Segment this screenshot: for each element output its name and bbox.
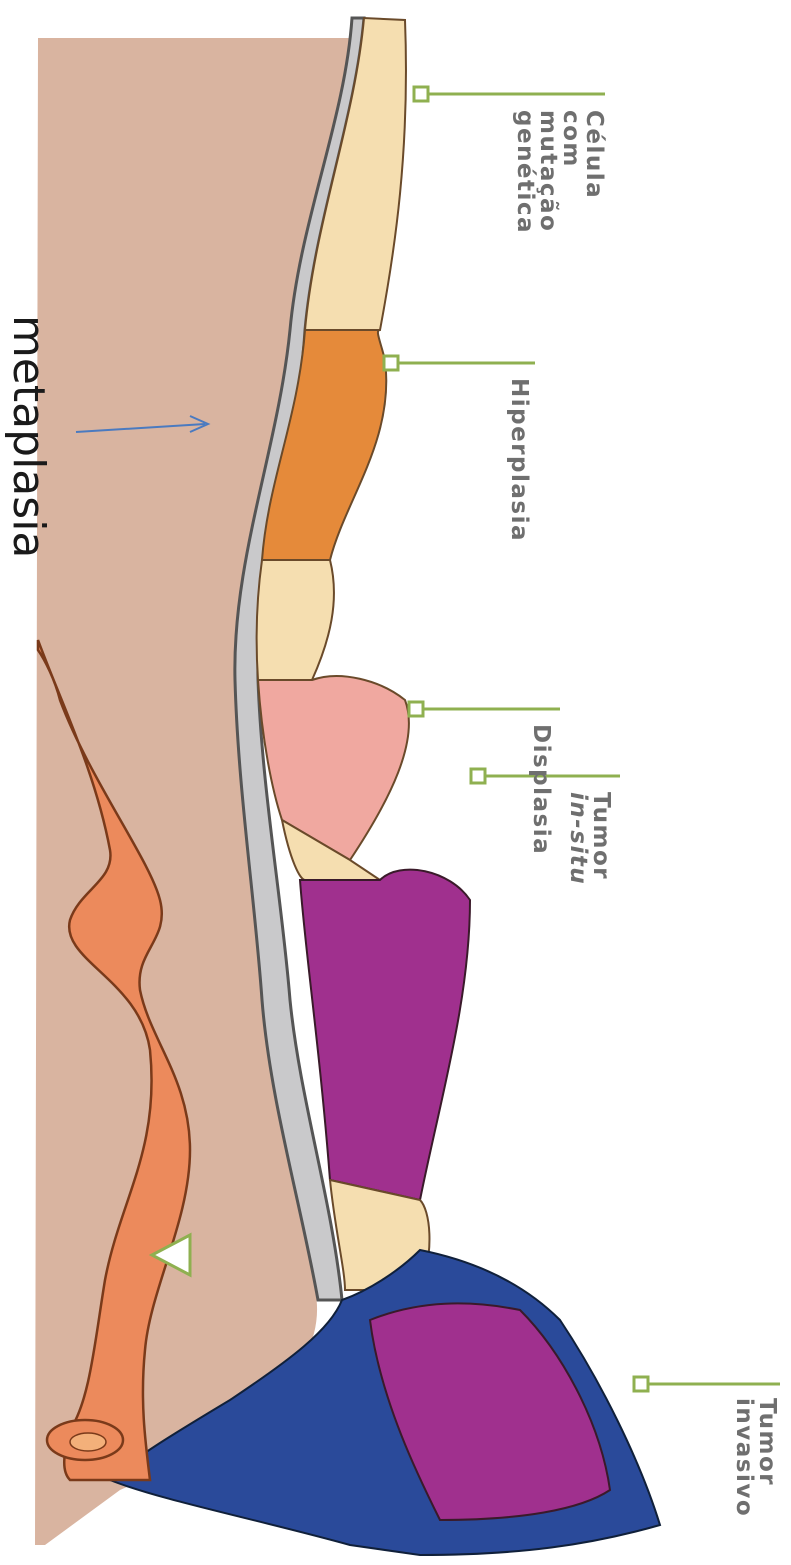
label-tumor-in-situ-line2: in-situ <box>566 792 589 885</box>
label-dysplasia-text: Displasia <box>529 724 552 855</box>
epithelium-normal-mid <box>257 560 334 680</box>
callout-mutated-cell <box>414 87 605 101</box>
label-mutated-cell: Célula com mutação genética <box>513 110 605 234</box>
label-mutated-cell-line2: com <box>559 110 582 234</box>
label-tumor-invasive-line2: invasivo <box>732 1398 755 1517</box>
label-metaplasia-text: metaplasia <box>6 315 50 558</box>
label-hyperplasia-text: Hiperplasia <box>507 378 530 542</box>
label-tumor-invasive: Tumor invasivo <box>732 1398 778 1517</box>
tumor-in-situ <box>300 870 470 1200</box>
label-dysplasia: Displasia <box>529 724 552 855</box>
label-tumor-in-situ-line1: Tumor <box>589 792 612 885</box>
callout-dysplasia <box>409 702 560 716</box>
label-mutated-cell-line1: Célula <box>582 110 605 234</box>
label-tumor-invasive-line1: Tumor <box>755 1398 778 1517</box>
callout-hyperplasia <box>384 356 535 370</box>
blood-vessel-lumen <box>70 1433 106 1451</box>
label-tumor-in-situ: Tumor in-situ <box>566 792 612 885</box>
label-metaplasia: metaplasia <box>6 315 50 558</box>
label-mutated-cell-line3: mutação <box>536 110 559 234</box>
callout-tumor-invasive <box>634 1377 780 1391</box>
epithelium-dysplasia <box>258 676 409 860</box>
label-tumor-in-situ-italic: in-situ <box>565 792 591 885</box>
label-hyperplasia: Hiperplasia <box>507 378 530 542</box>
label-mutated-cell-line4: genética <box>513 110 536 234</box>
